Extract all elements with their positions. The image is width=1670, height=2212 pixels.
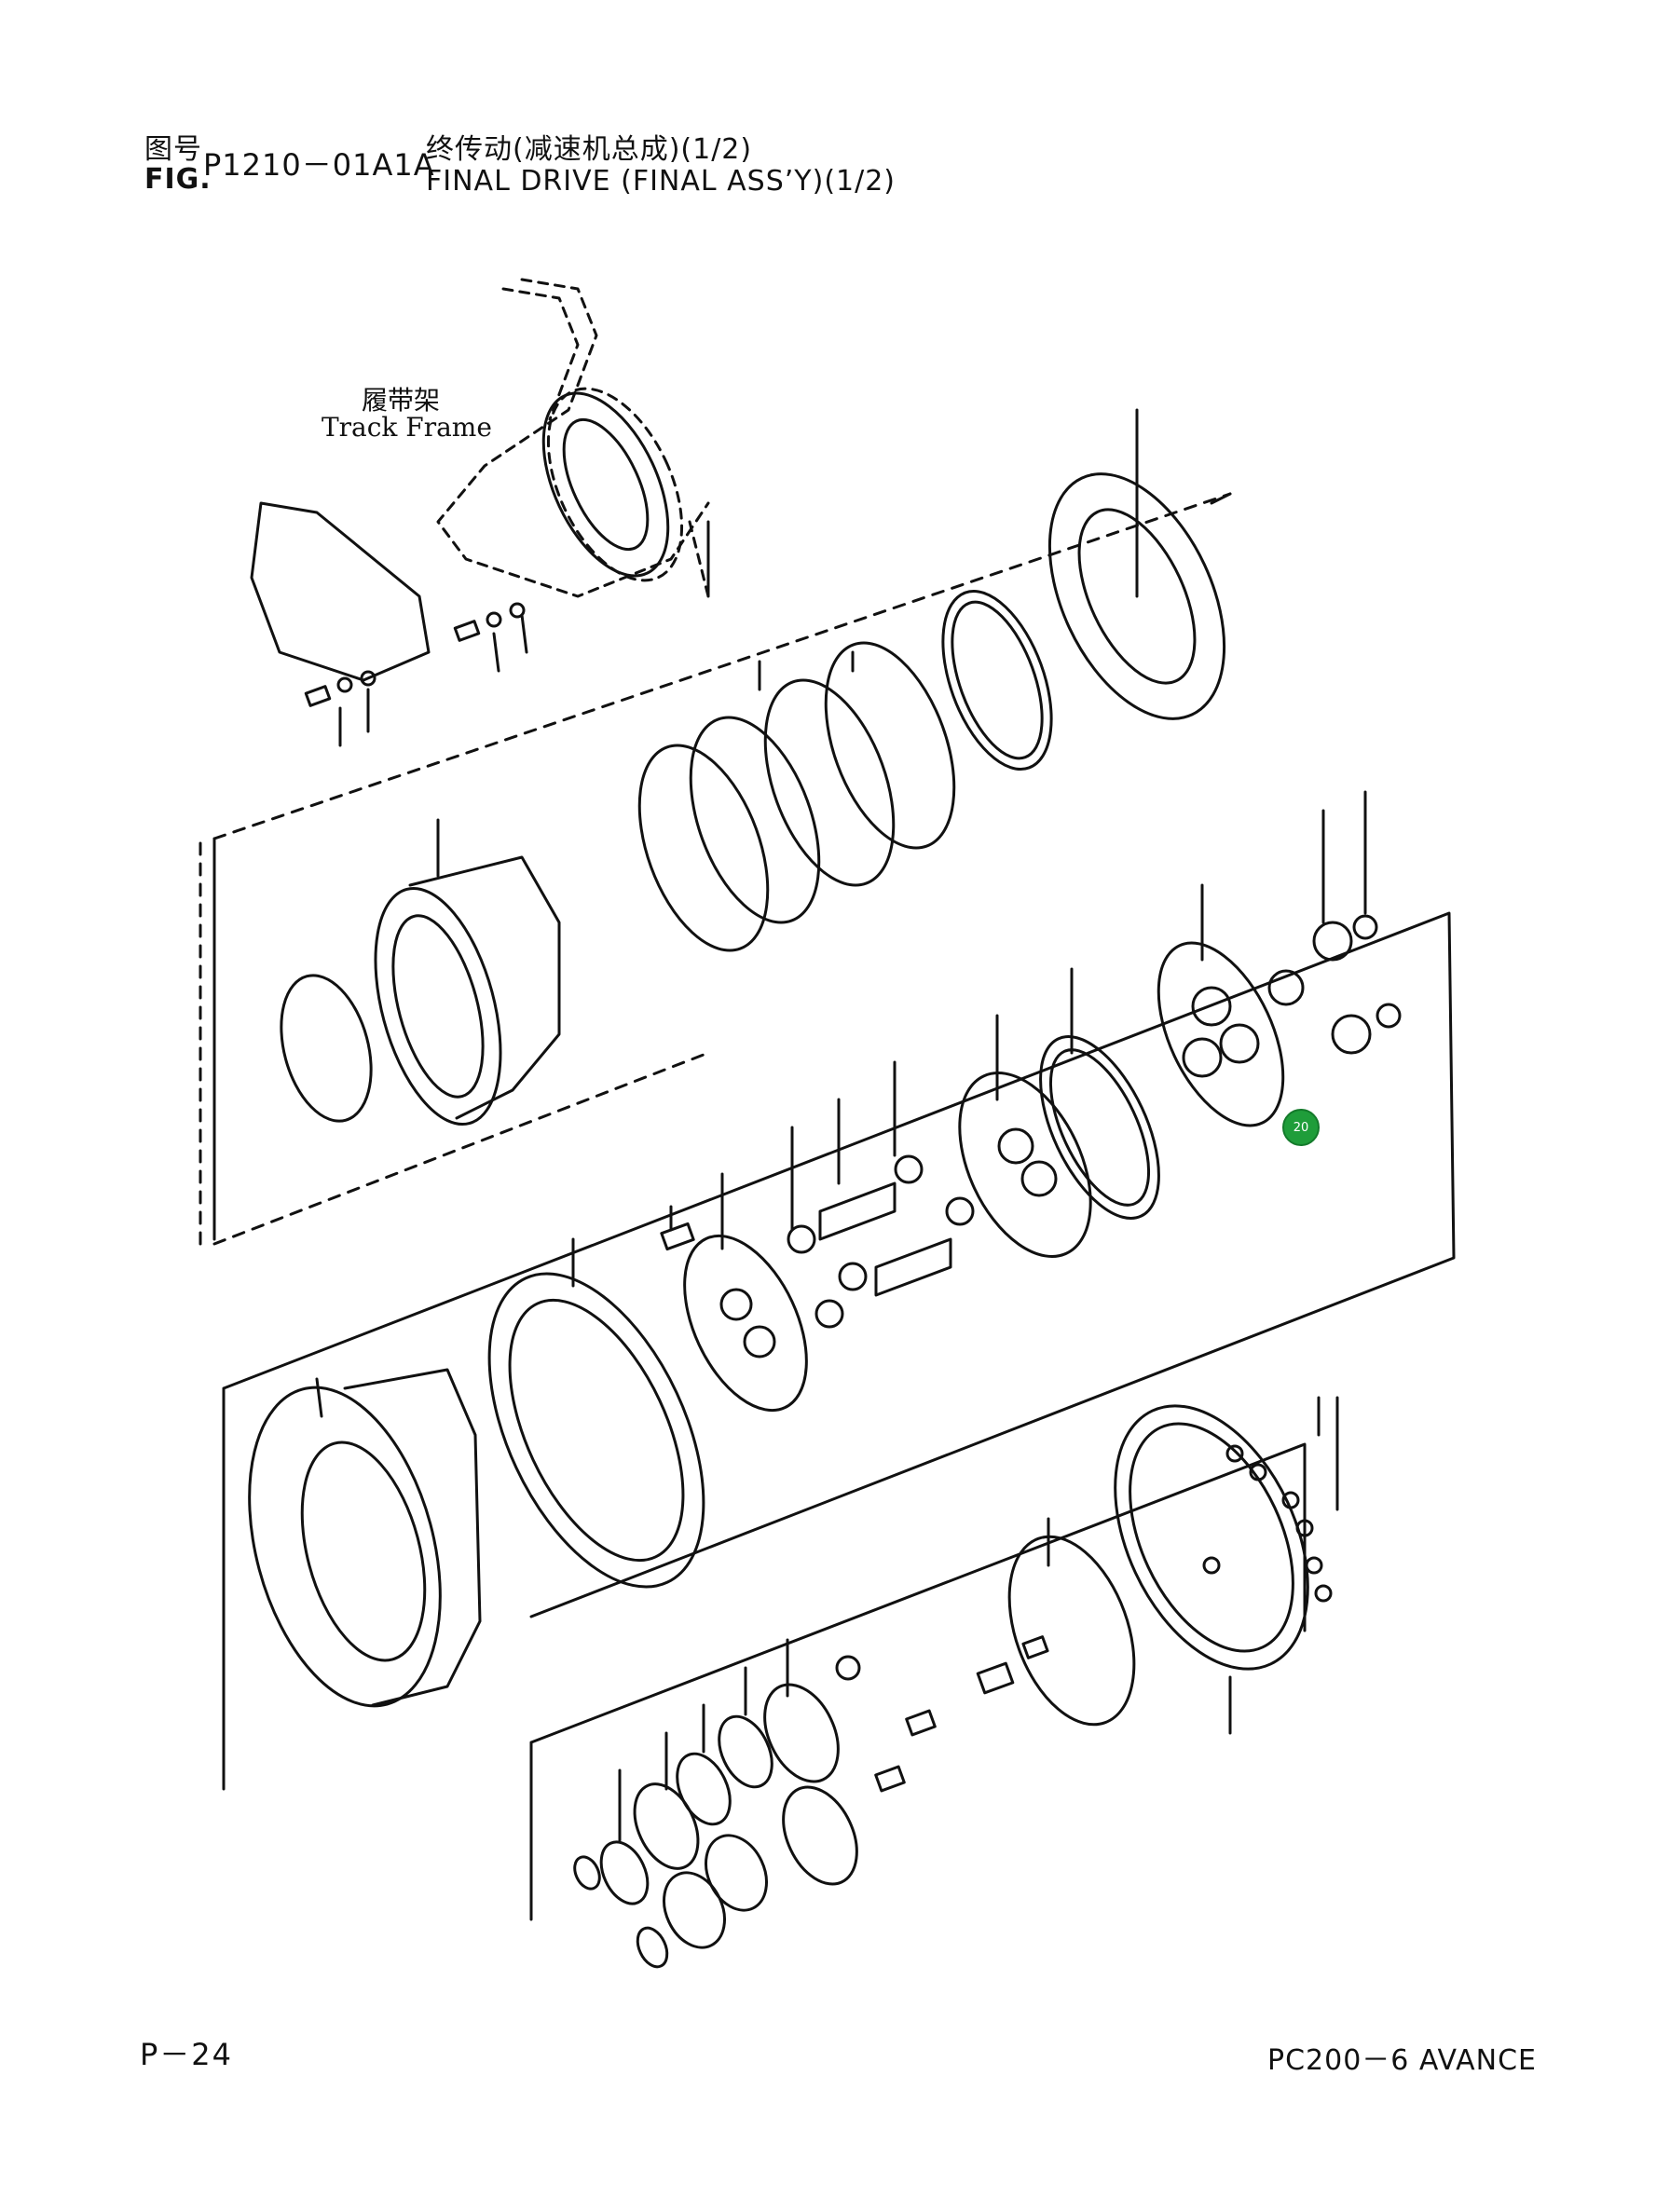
group-frame-2 bbox=[222, 911, 1456, 1791]
gear-stack bbox=[573, 1638, 858, 1969]
track-frame bbox=[436, 278, 710, 598]
o-ring-small bbox=[280, 974, 373, 1123]
sun-gear bbox=[683, 1172, 808, 1413]
cover-bolts bbox=[304, 602, 528, 747]
track-frame-label-en: Track Frame bbox=[322, 412, 492, 443]
callout-marker[interactable]: 20 bbox=[1282, 1109, 1320, 1146]
group-frame-1 bbox=[198, 492, 1232, 1250]
title-cn: 终传动(减速机总成)(1/2) bbox=[426, 133, 753, 166]
small-parts bbox=[835, 1635, 1049, 1793]
fig-label-en: FIG. bbox=[144, 163, 212, 196]
track-frame-detail bbox=[541, 391, 670, 578]
cover-plate-lower bbox=[1114, 1404, 1309, 1735]
cover-plate bbox=[250, 501, 431, 682]
fig-number: P1210－01A1A bbox=[203, 147, 435, 183]
seal-rings bbox=[637, 589, 1053, 952]
sprocket bbox=[487, 1237, 705, 1589]
fig-label-cn: 图号 bbox=[144, 133, 202, 166]
bearings-right bbox=[1267, 790, 1402, 1055]
title-en: FINAL DRIVE (FINAL ASS’Y)(1/2) bbox=[426, 165, 897, 198]
roller-bearing bbox=[1047, 408, 1226, 720]
planet-shafts bbox=[787, 1060, 975, 1329]
hub-drum bbox=[248, 1368, 482, 1708]
sprocket-bolt bbox=[660, 1205, 695, 1251]
gasket bbox=[1007, 1517, 1136, 1727]
thrust-ring bbox=[1039, 967, 1160, 1220]
model-name: PC200－6 AVANCE bbox=[1267, 2044, 1537, 2077]
planetary-gear bbox=[958, 1014, 1092, 1258]
cover-bolts-right bbox=[1225, 1396, 1339, 1603]
track-frame-label-cn: 履带架 bbox=[362, 385, 441, 416]
page-number: P－24 bbox=[140, 2037, 234, 2072]
hub-housing bbox=[374, 818, 561, 1126]
planet-carrier bbox=[1157, 883, 1285, 1127]
group-frame-3 bbox=[529, 1442, 1307, 1921]
